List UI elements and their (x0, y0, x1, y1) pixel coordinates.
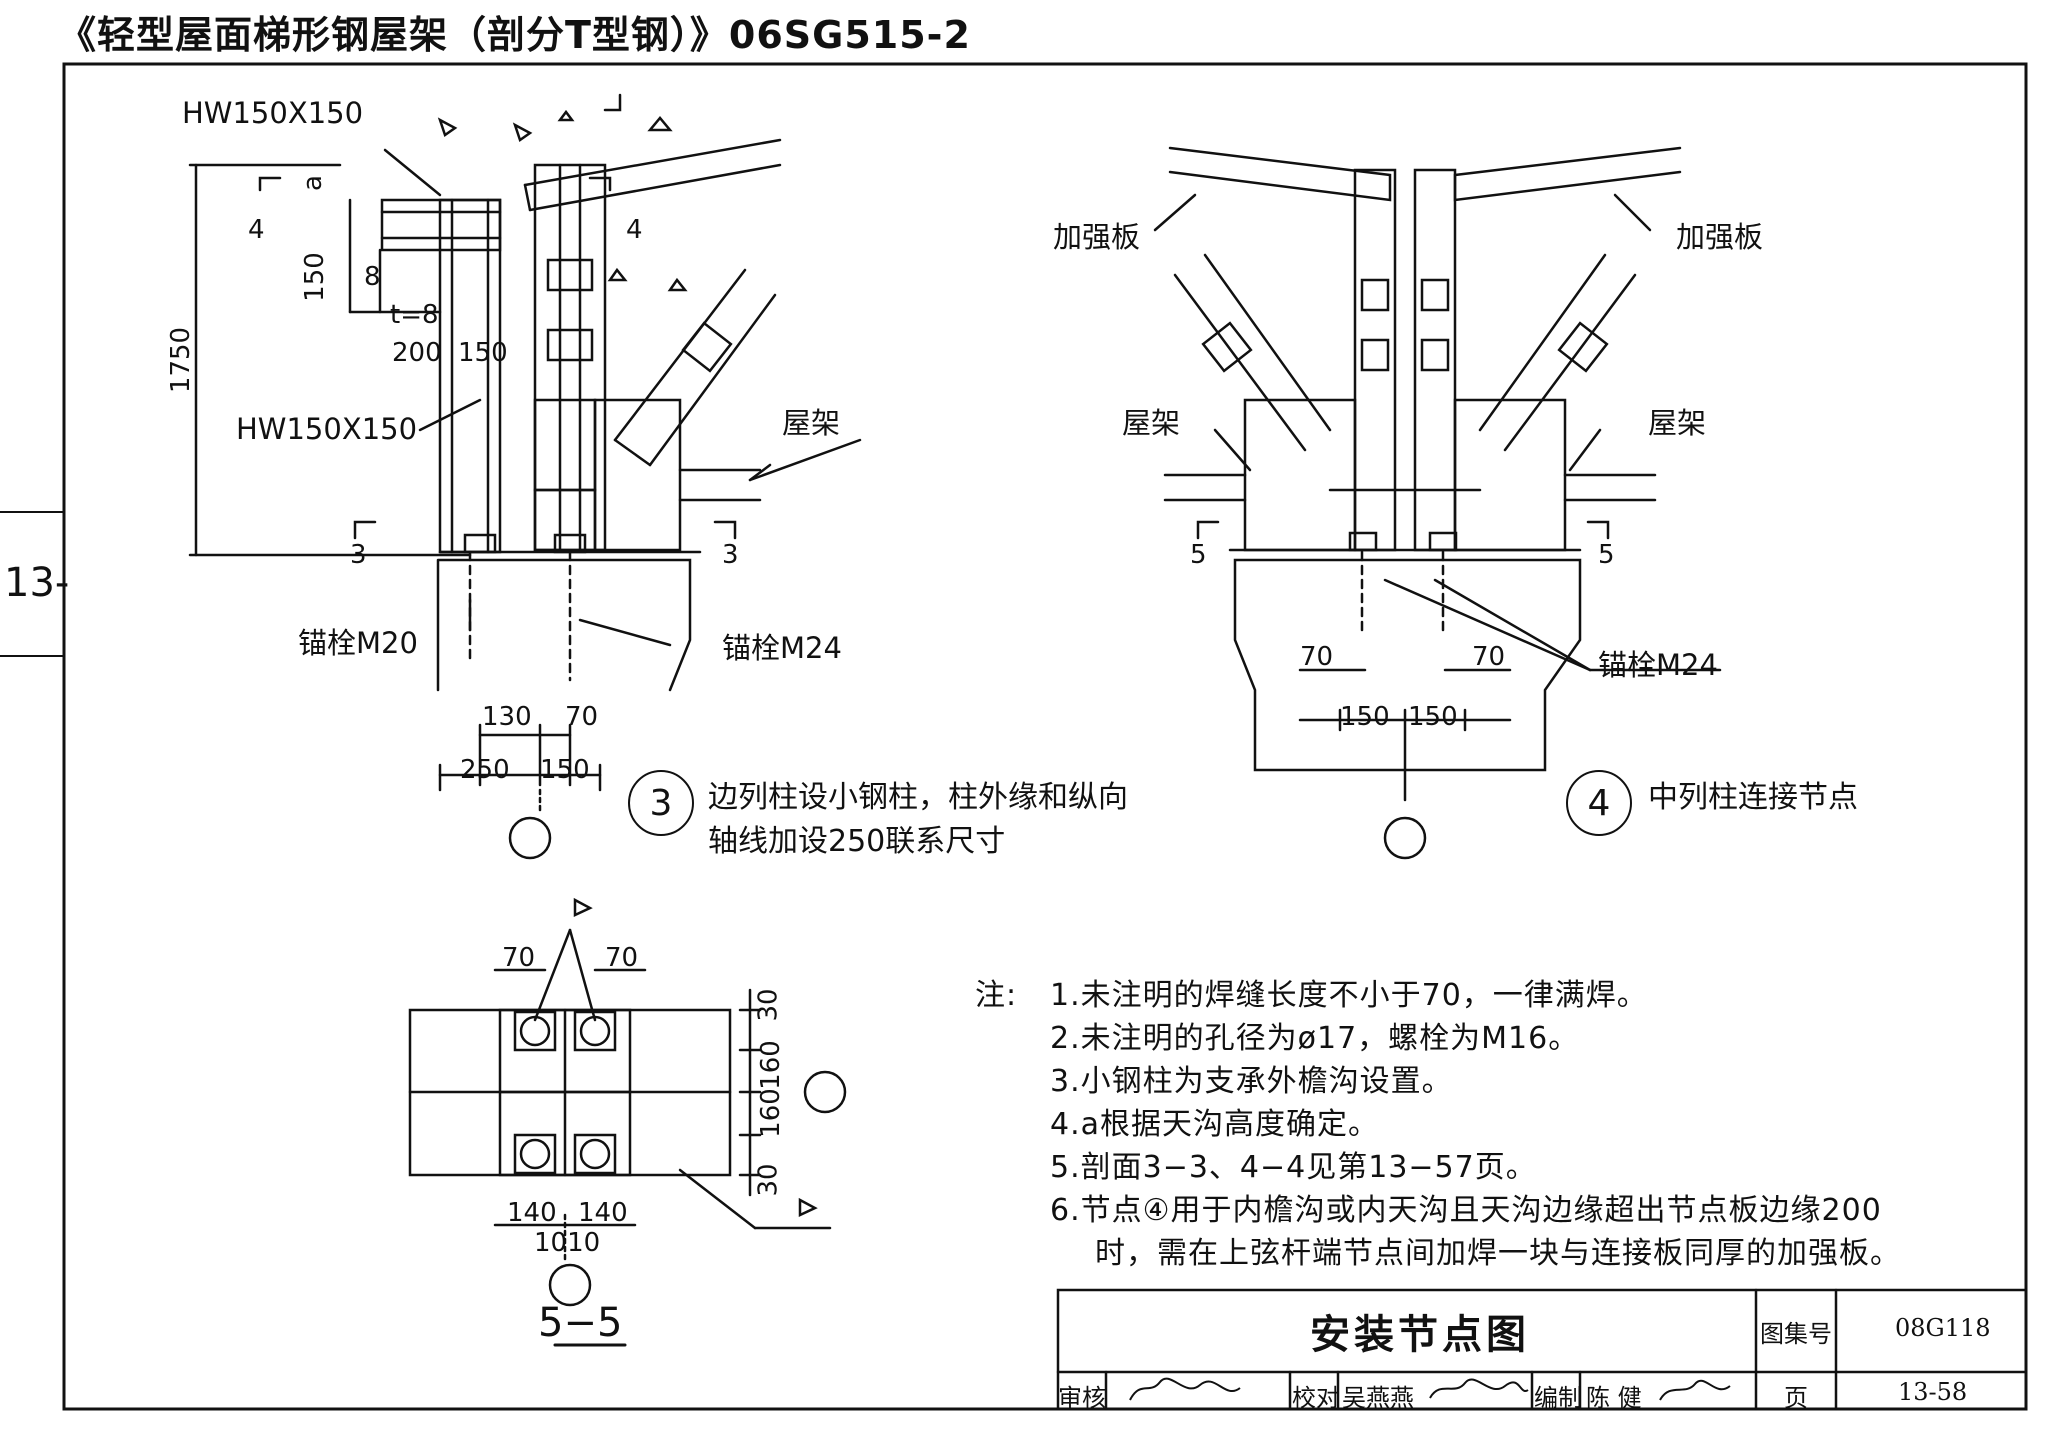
notes-label: 注: (975, 978, 1018, 1013)
detail-4-caption: 中列柱连接节点 (1648, 780, 1858, 815)
axis-bubble (1383, 816, 1427, 860)
drawing-title: 安装节点图 (1310, 1312, 1530, 1358)
dim-130: 130 (482, 702, 532, 732)
dim-150-left: 150 (1340, 702, 1390, 732)
roof-truss-label-right: 屋架 (1648, 406, 1707, 440)
dim-70: 70 (565, 702, 599, 732)
signature-checker (1429, 1378, 1529, 1399)
dim-150-horizontal: 150 (458, 338, 508, 368)
review-label: 审核 (1058, 1384, 1106, 1412)
compiler-name: 陈 健 (1586, 1384, 1642, 1412)
note-item: 4.a根据天沟高度确定。 (1050, 1107, 1380, 1142)
note-item: 3.小钢柱为支承外檐沟设置。 (1050, 1064, 1453, 1099)
note-item: 1.未注明的焊缝长度不小于70，一律满焊。 (1050, 978, 1648, 1013)
anchor-bolt-m24-label: 锚栓M24 (722, 631, 842, 665)
section-mark-3-right: 3 (722, 540, 739, 570)
signature-reviewer (1129, 1377, 1241, 1401)
dim-70-right: 70 (1472, 642, 1506, 672)
note-item: 2.未注明的孔径为ø17，螺栓为M16。 (1050, 1021, 1580, 1056)
note-item: 5.剖面3−3、4−4见第13−57页。 (1050, 1150, 1537, 1185)
section-5-5-drawing (408, 897, 832, 1347)
member-label-column: HW150X150 (236, 412, 418, 446)
page-number: 13-58 (1898, 1378, 1968, 1406)
atlas-label: 图集号 (1760, 1320, 1832, 1348)
section-5-5-title: 5−5 (538, 1300, 623, 1346)
anchor-bolt-m24-label-4: 锚栓M24 (1598, 648, 1718, 682)
detail-3-caption-line1: 边列柱设小钢柱，柱外缘和纵向 (708, 780, 1128, 815)
dim-70-right-55: 70 (605, 943, 639, 973)
stiffener-label-left: 加强板 (1053, 220, 1141, 254)
title-block-frame (1056, 1288, 2028, 1411)
detail-3-caption-line2: 轴线加设250联系尺寸 (708, 824, 1006, 859)
dim-8: 8 (364, 262, 381, 292)
compile-label: 编制 (1534, 1384, 1582, 1412)
dim-150-right: 150 (1408, 702, 1458, 732)
check-label: 校对 (1292, 1384, 1340, 1412)
detail-3-drawing (188, 93, 862, 812)
section-mark-5-right: 5 (1598, 540, 1615, 570)
sheet-frame (62, 62, 2028, 1411)
page-label: 页 (1784, 1384, 1808, 1412)
dim-70-left: 70 (1300, 642, 1334, 672)
dim-70-left-55: 70 (502, 943, 536, 973)
member-label-top: HW150X150 (182, 96, 364, 130)
roof-truss-label-left: 屋架 (1122, 406, 1181, 440)
axis-bubble (548, 1263, 592, 1307)
dim-1010: 1010 (534, 1228, 601, 1258)
section-mark-3-left: 3 (350, 540, 367, 570)
axis-bubble (508, 816, 552, 860)
signature-compiler (1659, 1379, 1731, 1401)
dim-t8: t=8 (390, 300, 439, 330)
dim-140-right: 140 (578, 1198, 628, 1228)
section-mark-4-right: 4 (626, 215, 643, 245)
stiffener-label-right: 加强板 (1676, 220, 1764, 254)
chapter-tab: 13- (4, 560, 70, 606)
sheet-title: 《轻型屋面梯形钢屋架（剖分T型钢）》06SG515-2 (58, 13, 971, 57)
note-item: 时，需在上弦杆端节点间加焊一块与连接板同厚的加强板。 (1095, 1236, 1901, 1271)
dim-200: 200 (392, 338, 442, 368)
atlas-number: 08G118 (1895, 1314, 1991, 1342)
section-mark-5-left: 5 (1190, 540, 1207, 570)
detail-4-drawing (1153, 146, 1722, 802)
dim-250: 250 (460, 755, 510, 785)
note-item: 6.节点④用于内檐沟或内天沟且天沟边缘超出节点板边缘200 (1050, 1193, 1882, 1228)
checker-name: 吴燕燕 (1342, 1384, 1414, 1412)
dim-140-left: 140 (507, 1198, 557, 1228)
dim-150-bottom: 150 (540, 755, 590, 785)
anchor-bolt-m20-label: 锚栓M20 (298, 626, 418, 660)
axis-bubble (803, 1070, 847, 1114)
detail-number-3: 3 (628, 770, 694, 836)
roof-truss-label: 屋架 (782, 406, 841, 440)
section-mark-4-left: 4 (248, 215, 265, 245)
detail-number-4: 4 (1566, 770, 1632, 836)
